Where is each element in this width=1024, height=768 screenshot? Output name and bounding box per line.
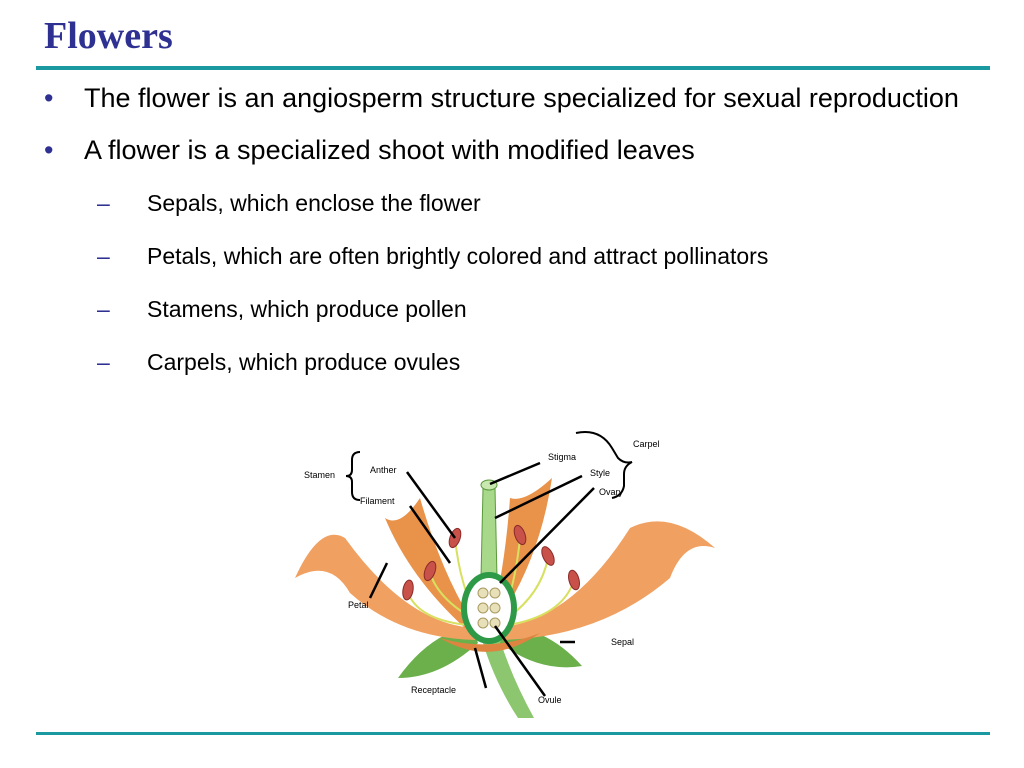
label-anther: Anther [370, 465, 397, 475]
label-ovary: Ovary [599, 487, 624, 497]
label-filament: Filament [360, 496, 395, 506]
label-petal: Petal [348, 600, 369, 610]
sub-bullet-marker: – [97, 296, 110, 322]
sub-bullet-item: – Stamens, which produce pollen [44, 295, 984, 323]
label-sepal: Sepal [611, 637, 634, 647]
label-ovule: Ovule [538, 695, 562, 705]
leader-lines [368, 461, 595, 697]
sub-bullet-marker: – [97, 243, 110, 269]
sub-bullet-marker: – [97, 190, 110, 216]
sub-bullet-item: – Sepals, which enclose the flower [44, 189, 984, 217]
stamen-brace [345, 451, 361, 501]
sub-bullet-marker: – [97, 349, 110, 375]
bullet-marker: • [44, 135, 54, 165]
label-receptacle: Receptacle [411, 685, 456, 695]
petal-left [295, 534, 480, 640]
petal-left-back [385, 498, 470, 628]
bullet-text: The flower is an angiosperm structure sp… [84, 83, 959, 113]
label-style: Style [590, 468, 610, 478]
bullet-list: • The flower is an angiosperm structure … [44, 82, 984, 401]
style [480, 487, 498, 579]
bullet-item: • The flower is an angiosperm structure … [44, 82, 984, 115]
sub-bullet-text: Petals, which are often brightly colored… [147, 243, 769, 269]
bullet-marker: • [44, 83, 54, 113]
label-stamen: Stamen [304, 470, 335, 480]
petal-front [440, 633, 540, 652]
bottom-divider [36, 732, 990, 735]
bullet-item: • A flower is a specialized shoot with m… [44, 134, 984, 167]
stem [482, 640, 534, 718]
label-carpel: Carpel [633, 439, 660, 449]
slide-title: Flowers [44, 15, 173, 57]
sub-bullet-text: Sepals, which enclose the flower [147, 190, 481, 216]
sub-bullet-item: – Petals, which are often brightly color… [44, 242, 984, 270]
top-divider [36, 66, 990, 70]
flower-diagram: Carpel Stigma Style Ovary Stamen Anther … [295, 431, 715, 718]
label-stigma: Stigma [548, 452, 576, 462]
sub-bullet-text: Carpels, which produce ovules [147, 349, 461, 375]
ovules [477, 587, 501, 629]
petal-right [495, 521, 715, 640]
anthers [402, 524, 580, 601]
sub-bullet-item: – Carpels, which produce ovules [44, 348, 984, 376]
bullet-text: A flower is a specialized shoot with mod… [84, 135, 695, 165]
carpel-brace [575, 431, 633, 499]
sub-bullet-text: Stamens, which produce pollen [147, 296, 467, 322]
sepal-left [398, 626, 478, 678]
